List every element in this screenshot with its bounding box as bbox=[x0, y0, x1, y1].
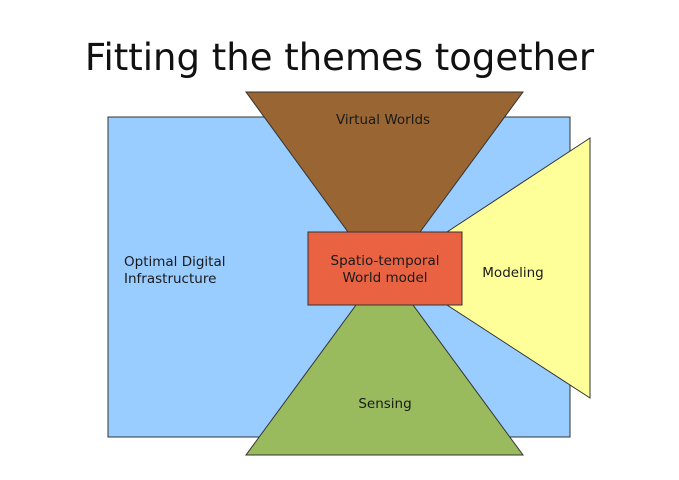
world-model-label-line2: World model bbox=[342, 270, 427, 286]
infrastructure-label-line1: Optimal Digital bbox=[124, 254, 226, 270]
sensing-label: Sensing bbox=[358, 396, 411, 412]
virtual-worlds-label: Virtual Worlds bbox=[336, 112, 430, 128]
slide-title: Fitting the themes together bbox=[84, 36, 595, 79]
infrastructure-label-line2: Infrastructure bbox=[124, 271, 216, 287]
world-model-box bbox=[307, 231, 463, 306]
world-model-label-line1: Spatio-temporal bbox=[331, 253, 440, 269]
modeling-label: Modeling bbox=[482, 265, 543, 281]
